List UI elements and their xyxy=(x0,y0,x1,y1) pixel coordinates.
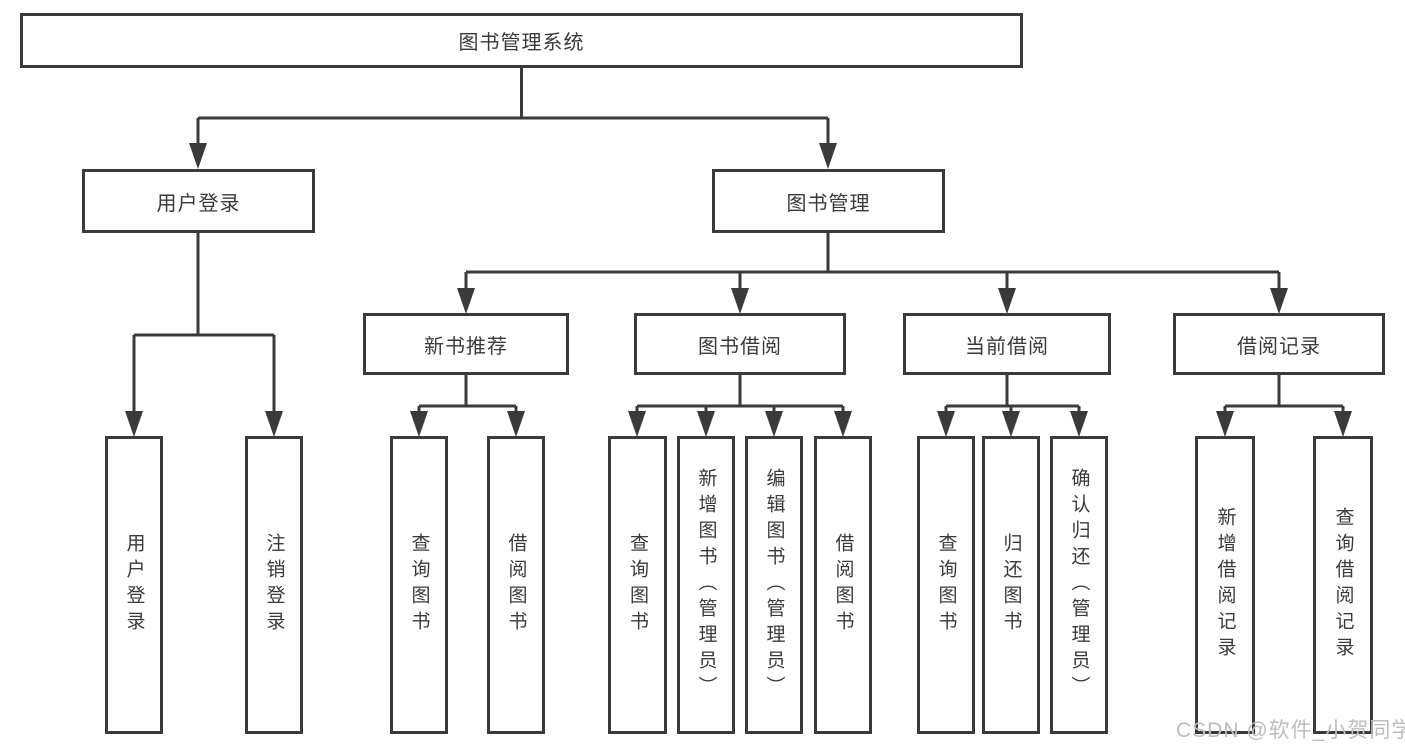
leaf-confirm-return-admin: 确认归还（管理员） xyxy=(1050,436,1108,734)
node-label: 查询图书 xyxy=(935,533,957,637)
csdn-watermark: CSDN @软件_小贺同学 xyxy=(1176,719,1405,742)
node-label: 图书管理 xyxy=(786,192,871,215)
connector-borrow-record-to-leaves xyxy=(1216,375,1352,437)
node-label: 借阅记录 xyxy=(1237,335,1321,358)
connector-new-book-rec-to-leaves xyxy=(410,375,525,437)
node-label: 新增借阅记录 xyxy=(1214,507,1236,663)
node-new-book-recommend: 新书推荐 xyxy=(363,313,569,375)
node-current-borrowing: 当前借阅 xyxy=(903,313,1111,375)
node-label: 确认归还（管理员） xyxy=(1068,468,1090,702)
node-label: 图书借阅 xyxy=(698,335,782,358)
node-label: 查询图书 xyxy=(627,533,648,637)
node-label: 查询借阅记录 xyxy=(1332,507,1354,663)
node-label: 查询图书 xyxy=(408,533,430,637)
node-label: 借阅图书 xyxy=(832,533,854,637)
connector-book-mgmt-to-level3 xyxy=(457,233,1288,314)
node-root-system: 图书管理系统 xyxy=(20,13,1023,68)
node-label: 归还图书 xyxy=(1000,533,1022,637)
leaf-add-book-admin: 新增图书（管理员） xyxy=(677,436,735,734)
node-label: 借阅图书 xyxy=(505,533,527,637)
node-book-management-branch: 图书管理 xyxy=(712,169,945,233)
node-label: 编辑图书（管理员） xyxy=(763,468,785,702)
leaf-query-book-1: 查询图书 xyxy=(390,436,448,734)
connector-book-borrow-to-leaves xyxy=(628,375,852,437)
leaf-borrow-book-2: 借阅图书 xyxy=(814,436,872,734)
node-user-login-branch: 用户登录 xyxy=(82,169,315,233)
leaf-borrow-book-1: 借阅图书 xyxy=(487,436,545,734)
node-borrowing-records: 借阅记录 xyxy=(1173,313,1385,375)
leaf-logout: 注销登录 xyxy=(245,436,303,734)
node-label: 新增图书（管理员） xyxy=(695,468,717,702)
node-label: 当前借阅 xyxy=(965,335,1049,358)
node-label: 用户登录 xyxy=(156,192,241,215)
node-label: 用户登录 xyxy=(123,533,145,637)
leaf-return-book: 归还图书 xyxy=(982,436,1040,734)
node-label: 注销登录 xyxy=(263,533,285,637)
node-label: 新书推荐 xyxy=(424,335,508,358)
leaf-query-borrow-record: 查询借阅记录 xyxy=(1313,436,1373,734)
node-label: 图书管理系统 xyxy=(458,32,585,54)
leaf-query-book-2: 查询图书 xyxy=(608,436,667,734)
leaf-user-login: 用户登录 xyxy=(105,436,163,734)
node-book-borrowing: 图书借阅 xyxy=(634,313,846,375)
leaf-query-book-3: 查询图书 xyxy=(917,436,975,734)
connector-root-to-level2 xyxy=(189,68,837,169)
connector-user-login-to-leaves xyxy=(125,233,283,437)
leaf-add-borrow-record: 新增借阅记录 xyxy=(1195,436,1255,734)
connector-current-borrow-to-leaves xyxy=(937,375,1088,437)
leaf-edit-book-admin: 编辑图书（管理员） xyxy=(745,436,803,734)
